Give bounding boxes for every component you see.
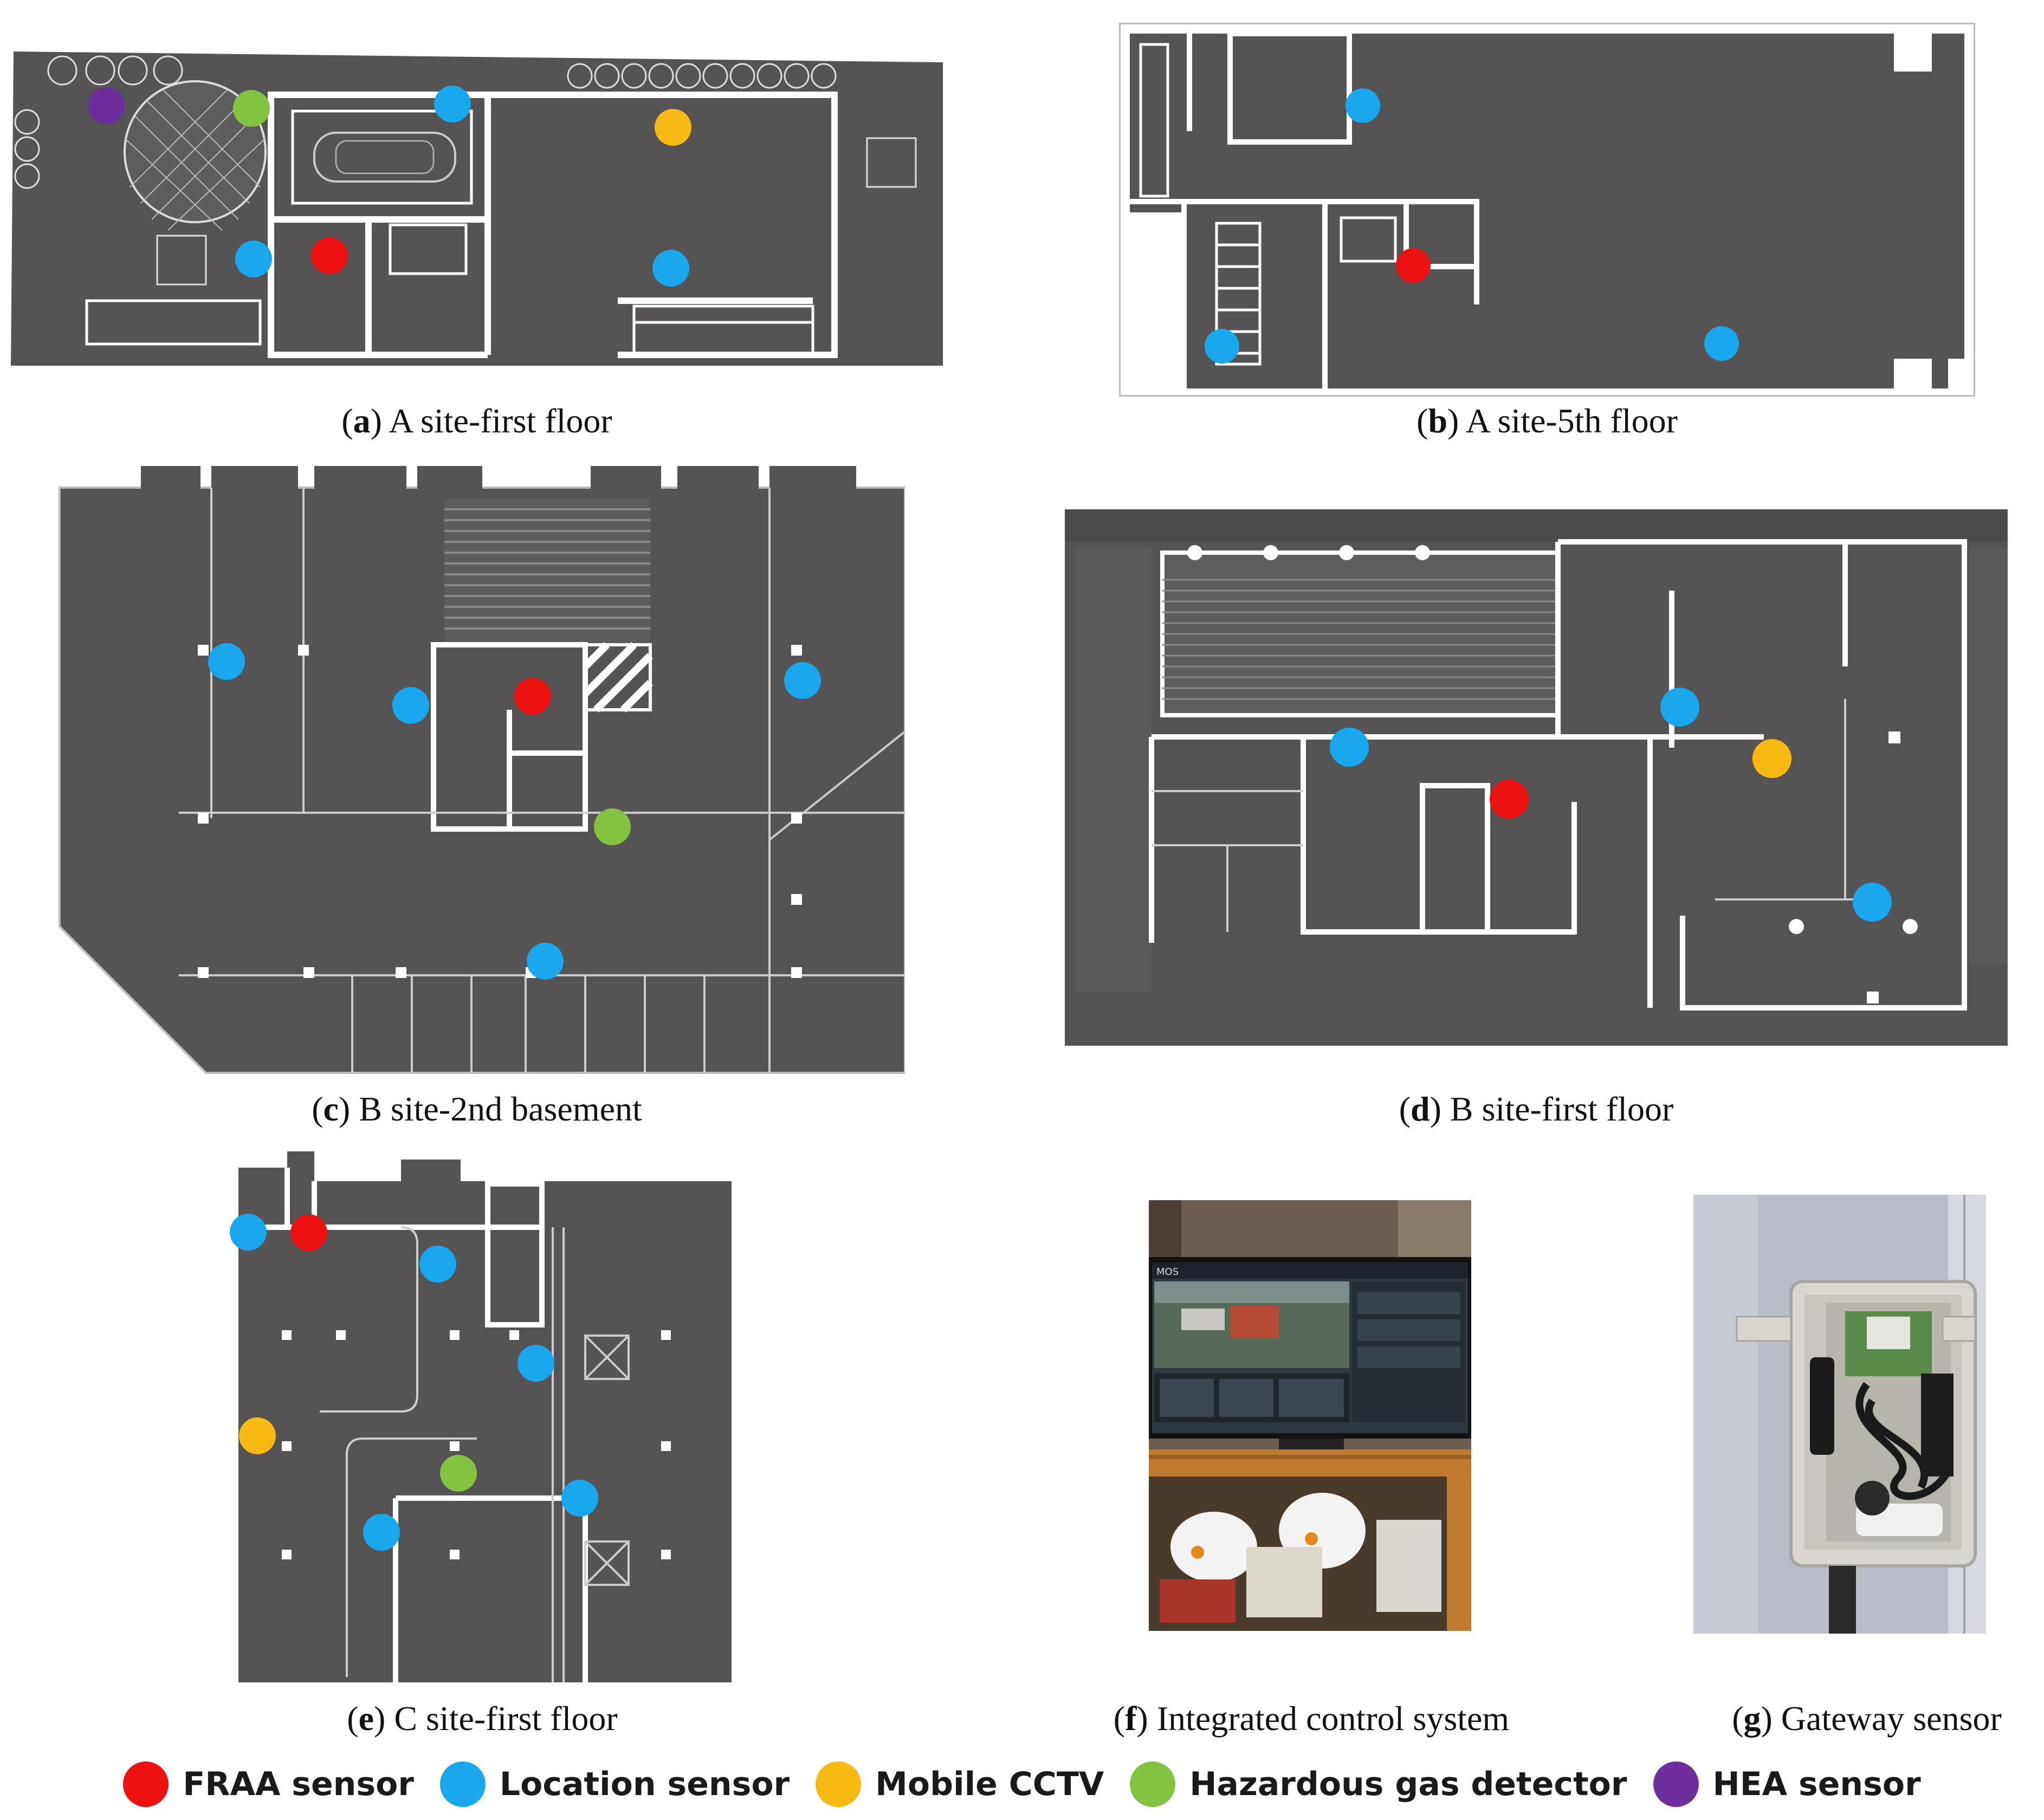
caption-a: (a) A site-first floor [341,401,612,440]
floor-plan-a-drawing [11,51,943,366]
cctv-dot-icon [816,1761,862,1807]
svg-text:MOS: MOS [1156,1266,1179,1278]
caption-g: (g) Gateway sensor [1732,1699,2002,1738]
gateway-photo [1693,1195,1986,1634]
legend-item-cctv: Mobile CCTV [816,1761,1104,1807]
caption-e: (e) C site-first floor [347,1699,618,1738]
floor-plan-e-drawing [228,1151,737,1688]
caption-f: (f) Integrated control system [1113,1699,1510,1738]
caption-b: (b) A site-5th floor [1416,401,1678,440]
floor-plan-d-drawing [1065,509,2008,1046]
location-dot-icon [439,1761,486,1807]
legend-label: FRAA sensor [183,1765,414,1803]
legend-item-gas: Hazardous gas detector [1130,1761,1627,1807]
legend-label: Location sensor [499,1765,790,1803]
floor-plan-d [1065,509,2008,1051]
floor-plan-a [11,51,943,377]
control-room-photo: MOS [1149,1200,1471,1631]
gas-dot-icon [1130,1761,1176,1807]
photo-gateway-sensor [1693,1195,1986,1634]
legend-item-hea: HEA sensor [1653,1761,1921,1807]
caption-d: (d) B site-first floor [1399,1090,1674,1128]
floor-plan-b [1119,23,1975,397]
floor-plan-e [228,1151,737,1688]
fraa-dot-icon [123,1761,169,1807]
caption-c: (c) B site-2nd basement [312,1090,642,1128]
legend-label: Mobile CCTV [875,1765,1104,1803]
legend-item-location: Location sensor [439,1761,790,1807]
floor-plan-b-drawing [1119,23,1975,397]
legend: FRAA sensor Location sensor Mobile CCTV … [0,1754,2044,1814]
monitor-icon: MOS [1149,1257,1471,1439]
legend-label: Hazardous gas detector [1189,1765,1627,1803]
floor-plan-c-drawing [59,466,905,1074]
photo-integrated-control-system: MOS [1149,1200,1471,1631]
legend-label: HEA sensor [1712,1765,1921,1803]
floor-plan-c [49,461,905,1078]
hea-dot-icon [1653,1761,1699,1807]
legend-item-fraa: FRAA sensor [123,1761,414,1807]
